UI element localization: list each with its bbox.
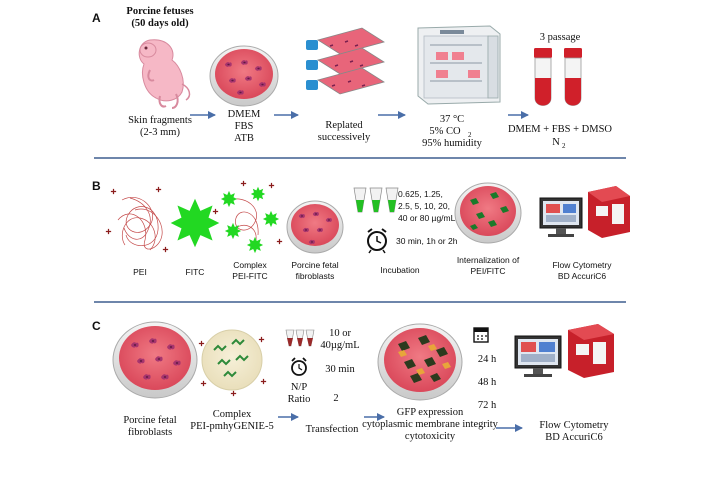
gfp-line3: cytotoxicity bbox=[405, 431, 456, 442]
petri-dish-c-icon bbox=[112, 321, 198, 399]
flow-c-line2: BD AccuriC6 bbox=[545, 432, 602, 443]
microtubes-c-icon bbox=[285, 329, 315, 347]
flow-cytometer-c-icon bbox=[514, 324, 614, 378]
complex-pei-fitc-line2: PEI-FITC bbox=[232, 271, 267, 281]
n2-subscript: 2 bbox=[562, 142, 566, 150]
fitc-star-icon bbox=[170, 198, 220, 248]
time-b-label: 30 min, 1h or 2h bbox=[396, 236, 458, 246]
co2-subscript: 2 bbox=[468, 131, 472, 139]
skin-fragments-line2: (2-3 mm) bbox=[140, 127, 180, 138]
replated-line1: Replated bbox=[325, 120, 363, 131]
internalization-line2: PEI/FITC bbox=[471, 266, 506, 276]
petri-dish-b-icon bbox=[286, 200, 344, 254]
humidity-label: 95% humidity bbox=[422, 138, 483, 149]
internalization-line1: Internalization of bbox=[457, 255, 520, 265]
pei-label: PEI bbox=[133, 267, 147, 277]
freeze-medium-label: DMEM + FBS + DMSO bbox=[508, 124, 612, 135]
conc-b-line1: 0.625, 1.25, bbox=[398, 189, 443, 199]
panel-a-letter: A bbox=[92, 11, 101, 25]
conc-c-line2: 40µg/mL bbox=[320, 340, 359, 351]
temp-label: 37 °C bbox=[440, 114, 464, 125]
co2-label: 5% CO bbox=[429, 126, 461, 137]
panel-b-letter: B bbox=[92, 179, 101, 193]
fibroblasts-c-line2: fibroblasts bbox=[128, 427, 172, 438]
microtubes-icon bbox=[353, 187, 399, 213]
time-48h: 48 h bbox=[478, 377, 497, 388]
transfection-label: Transfection bbox=[306, 424, 359, 435]
skin-fragments-line1: Skin fragments bbox=[128, 115, 192, 126]
flow-c-line1: Flow Cytometry bbox=[539, 420, 609, 431]
petri-dish-a-icon bbox=[209, 45, 279, 107]
passage-label: 3 passage bbox=[540, 32, 581, 43]
np-ratio-value: 2 bbox=[333, 393, 338, 404]
complex-pmhy-line2: PEI-pmhyGENIE-5 bbox=[190, 421, 273, 432]
fetus-title-line2: (50 days old) bbox=[131, 18, 189, 29]
fibroblasts-c-line1: Porcine fetal bbox=[123, 415, 176, 426]
complex-pmhy-line1: Complex bbox=[213, 409, 252, 420]
alarm-clock-c-icon bbox=[291, 357, 307, 376]
np-ratio-line1: N/P bbox=[291, 382, 308, 393]
alarm-clock-b-icon bbox=[367, 228, 387, 254]
atb-label: ATB bbox=[234, 133, 254, 144]
conc-b-line2: 2.5, 5, 10, 20, bbox=[398, 201, 450, 211]
flow-cytometer-b-icon bbox=[539, 186, 630, 238]
conc-c-line1: 10 or bbox=[329, 328, 351, 339]
time-c-label: 30 min bbox=[325, 364, 355, 375]
fbs-label: FBS bbox=[235, 121, 254, 132]
flow-b-line1: Flow Cytometry bbox=[552, 260, 612, 270]
pei-polymer-icon bbox=[117, 197, 163, 251]
incubation-label: Incubation bbox=[380, 265, 419, 275]
fetus-title-line1: Porcine fetuses bbox=[126, 6, 193, 17]
fitc-label: FITC bbox=[186, 267, 205, 277]
fibroblasts-b-line1: Porcine fetal bbox=[291, 260, 338, 270]
time-72h: 72 h bbox=[478, 400, 497, 411]
conc-b-line3: 40 or 80 µg/mL bbox=[398, 213, 456, 223]
dmem-label: DMEM bbox=[228, 109, 261, 120]
complex-pei-fitc-line1: Complex bbox=[233, 260, 267, 270]
pei-plasmid-complex-icon bbox=[198, 329, 267, 397]
gfp-line1: GFP expression bbox=[397, 407, 464, 418]
calendar-icon bbox=[473, 327, 489, 343]
np-ratio-line2: Ratio bbox=[288, 394, 311, 405]
cryotube-2-icon bbox=[564, 48, 582, 106]
incubator-icon bbox=[417, 25, 501, 105]
petri-dish-internalization-icon bbox=[454, 182, 522, 244]
pig-fetus-icon bbox=[138, 39, 191, 109]
n2-label: N bbox=[552, 137, 560, 148]
gfp-line2: cytoplasmic membrane integrity bbox=[362, 419, 499, 430]
panel-c-letter: C bbox=[92, 319, 101, 333]
fibroblasts-b-line2: fibroblasts bbox=[296, 271, 335, 281]
petri-dish-gfp-icon bbox=[377, 323, 463, 401]
pei-fitc-complex-icon bbox=[212, 180, 283, 254]
cryotube-1-icon bbox=[534, 48, 552, 106]
stacked-flasks-icon bbox=[306, 27, 385, 95]
time-24h: 24 h bbox=[478, 354, 497, 365]
replated-line2: successively bbox=[318, 132, 371, 143]
flow-b-line2: BD AccuriC6 bbox=[558, 271, 606, 281]
